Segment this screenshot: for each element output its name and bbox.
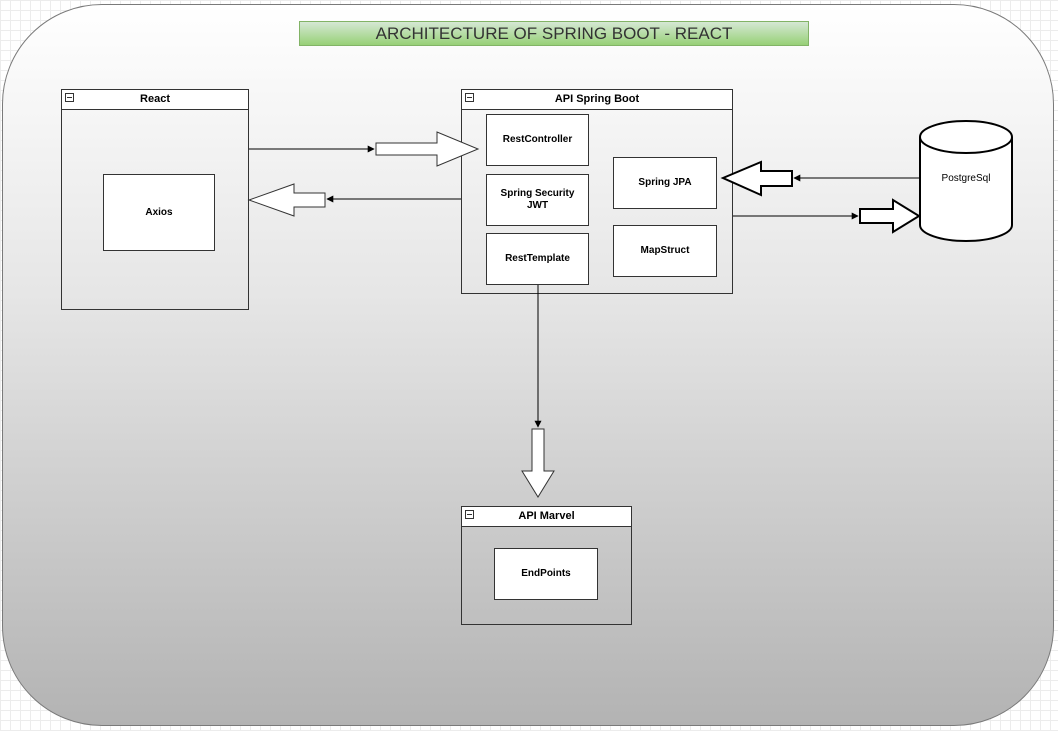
- spring-boot-container: API Spring Boot: [461, 89, 733, 294]
- block-arrow-right: [375, 131, 480, 167]
- database-to-spring-connector: [720, 160, 919, 197]
- spring-boot-container-label: API Spring Boot: [554, 93, 640, 105]
- endpoints-node: EndPoints: [494, 548, 598, 600]
- spring-to-react-connector: [247, 183, 461, 217]
- react-container-label: React: [140, 93, 170, 105]
- react-container-header: React: [62, 90, 248, 110]
- react-container: React: [61, 89, 249, 310]
- block-arrow-down: [521, 428, 555, 498]
- axios-label: Axios: [145, 206, 173, 218]
- block-arrow-left: [720, 160, 793, 197]
- spring-jpa-node: Spring JPA: [613, 157, 717, 209]
- axios-node: Axios: [103, 174, 215, 251]
- spring-to-marvel-connector: [521, 285, 555, 498]
- block-arrow-right: [859, 198, 921, 234]
- spring-security-node: Spring Security JWT: [486, 174, 589, 226]
- postgresql-database: PostgreSql: [919, 120, 1013, 242]
- endpoints-label: EndPoints: [521, 568, 571, 579]
- collapse-icon[interactable]: [65, 93, 74, 102]
- block-arrow-left: [247, 183, 326, 217]
- spring-security-label-line2: JWT: [526, 200, 549, 211]
- api-marvel-container: API Marvel: [461, 506, 632, 625]
- rest-controller-label: RestController: [502, 134, 573, 145]
- react-to-spring-connector: [249, 131, 480, 167]
- postgresql-label: PostgreSql: [942, 173, 991, 184]
- collapse-icon[interactable]: [465, 93, 474, 102]
- collapse-icon[interactable]: [465, 510, 474, 519]
- diagram-title: ARCHITECTURE OF SPRING BOOT - REACT: [299, 21, 809, 46]
- spring-jpa-label: Spring JPA: [638, 177, 692, 188]
- spring-to-database-connector: [733, 198, 921, 234]
- rest-template-label: RestTemplate: [505, 253, 570, 264]
- rest-template-node: RestTemplate: [486, 233, 589, 285]
- rest-controller-node: RestController: [486, 114, 589, 166]
- mapstruct-node: MapStruct: [613, 225, 717, 277]
- spring-boot-container-header: API Spring Boot: [462, 90, 732, 110]
- spring-security-label-line1: Spring Security: [500, 188, 575, 199]
- mapstruct-label: MapStruct: [640, 245, 690, 256]
- api-marvel-container-header: API Marvel: [462, 507, 631, 527]
- api-marvel-container-label: API Marvel: [518, 510, 575, 522]
